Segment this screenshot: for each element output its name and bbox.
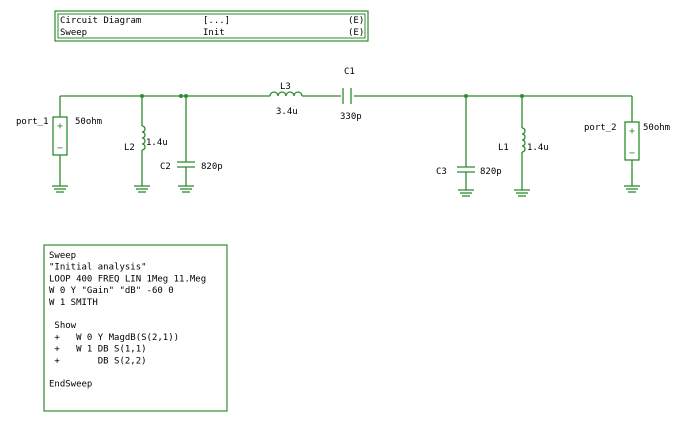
sweep-line: + W 0 Y MagdB(S(2,1)) bbox=[49, 333, 179, 343]
capacitor-c1[interactable]: C1 330p bbox=[340, 67, 362, 122]
inductor-l2[interactable]: L2 1.4u bbox=[124, 96, 168, 193]
sweep-lines: Sweep "Initial analysis"LOOP 400 FREQ LIN… bbox=[49, 251, 206, 390]
header-row-sweep-flag: (E) bbox=[348, 28, 364, 38]
ground-icon bbox=[178, 185, 194, 193]
header-row-sweep-value: Init bbox=[203, 28, 225, 38]
ground-icon bbox=[458, 189, 474, 197]
capacitor-c1-value: 330p bbox=[340, 112, 362, 122]
sweep-line: W 0 Y "Gain" "dB" -60 0 bbox=[49, 286, 174, 296]
header-row-circuit-flag: (E) bbox=[348, 16, 364, 26]
capacitor-c3-value: 820p bbox=[480, 167, 502, 177]
inductor-l2-value: 1.4u bbox=[146, 138, 168, 148]
capacitor-c1-name: C1 bbox=[344, 67, 355, 77]
inductor-l1[interactable]: L1 1.4u bbox=[498, 96, 549, 197]
port-1[interactable]: + − port_1 50ohm bbox=[16, 96, 102, 193]
sweep-line: + DB S(2,2) bbox=[49, 356, 147, 366]
port-1-name: port_1 bbox=[16, 117, 49, 127]
header-row-sweep-name: Sweep bbox=[60, 28, 87, 38]
inductor-l3-value: 3.4u bbox=[276, 107, 298, 117]
sweep-line: + W 1 DB S(1,1) bbox=[49, 345, 147, 355]
port-2[interactable]: + − port_2 50ohm bbox=[584, 96, 670, 193]
header-row-circuit-value: [...] bbox=[203, 16, 230, 26]
port-1-value: 50ohm bbox=[75, 117, 102, 127]
sweep-line: LOOP 400 FREQ LIN 1Meg 11.Meg bbox=[49, 274, 206, 284]
inductor-l1-value: 1.4u bbox=[527, 143, 549, 153]
inductor-l3[interactable]: L3 3.4u bbox=[269, 82, 303, 117]
inductor-l3-name: L3 bbox=[280, 82, 291, 92]
ground-icon bbox=[134, 185, 150, 193]
header-row-circuit-name: Circuit Diagram bbox=[60, 16, 141, 26]
capacitor-c2[interactable]: C2 820p bbox=[160, 96, 223, 193]
capacitor-c2-name: C2 bbox=[160, 162, 171, 172]
sweep-line: W 1 SMITH bbox=[49, 298, 98, 308]
inductor-l2-name: L2 bbox=[124, 143, 135, 153]
sweep-line: Show bbox=[49, 321, 77, 331]
port-2-name: port_2 bbox=[584, 123, 617, 133]
port-2-value: 50ohm bbox=[643, 123, 670, 133]
svg-text:−: − bbox=[629, 148, 635, 159]
capacitor-c2-value: 820p bbox=[201, 162, 223, 172]
ground-icon bbox=[52, 185, 68, 193]
svg-text:+: + bbox=[629, 126, 635, 137]
capacitor-c3-name: C3 bbox=[436, 167, 447, 177]
ground-icon bbox=[514, 189, 530, 197]
sweep-line: "Initial analysis" bbox=[49, 263, 147, 273]
inductor-l1-name: L1 bbox=[498, 143, 509, 153]
sweep-line: EndSweep bbox=[49, 380, 92, 390]
svg-text:−: − bbox=[57, 143, 63, 154]
capacitor-c3[interactable]: C3 820p bbox=[436, 96, 502, 197]
sweep-box[interactable]: Sweep "Initial analysis"LOOP 400 FREQ LIN… bbox=[43, 244, 228, 412]
svg-text:+: + bbox=[57, 121, 63, 132]
sweep-line: Sweep bbox=[49, 251, 76, 261]
ground-icon bbox=[624, 185, 640, 193]
header-box[interactable]: Circuit Diagram [...] (E) Sweep Init (E) bbox=[54, 10, 369, 42]
